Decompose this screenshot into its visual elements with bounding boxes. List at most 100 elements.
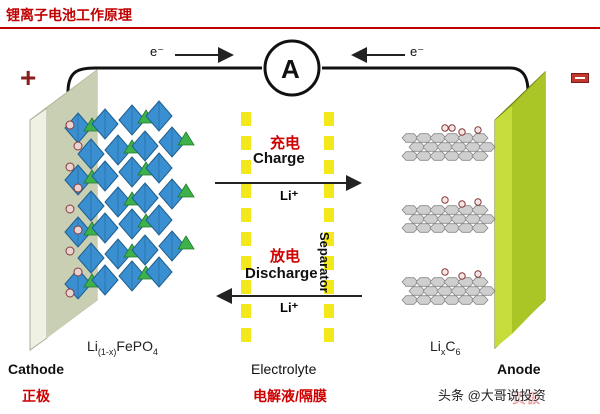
- separator-dash: [241, 136, 251, 150]
- lithium-ion-dot: [448, 124, 456, 132]
- lithium-ion-dot: [441, 124, 449, 132]
- lithium-ion-dot: [73, 225, 83, 235]
- graphite-hexagon: [436, 286, 454, 296]
- lithium-ion-dot: [458, 200, 466, 208]
- lithium-ion-dot: [474, 198, 482, 206]
- page-title: 锂离子电池工作原理: [6, 7, 132, 23]
- graphite-hexagon: [401, 277, 419, 287]
- graphite-hexagon: [471, 223, 489, 233]
- graphite-hexagon: [429, 223, 447, 233]
- lithium-ion-dot: [73, 141, 83, 151]
- graphite-hexagon: [443, 223, 461, 233]
- graphite-hexagon: [408, 286, 426, 296]
- lithium-ion-dot: [73, 267, 83, 277]
- graphite-hexagon: [429, 277, 447, 287]
- graphite-hexagon: [401, 151, 419, 161]
- graphite-hexagon: [457, 151, 475, 161]
- graphite-hexagon: [401, 223, 419, 233]
- cathode-label-cn: 正极: [22, 388, 50, 404]
- separator-dash: [324, 112, 334, 126]
- discharge-label-en: Discharge: [245, 265, 318, 282]
- anode-formula-sub2: 6: [455, 346, 461, 357]
- separator-dash: [241, 208, 251, 222]
- positive-terminal-icon: +: [20, 62, 37, 93]
- graphite-hexagon: [415, 295, 433, 305]
- anode-formula: LixC6: [430, 338, 461, 357]
- separator: [241, 112, 334, 342]
- lithium-ion-dot: [65, 120, 75, 130]
- lithium-ion-dot: [441, 268, 449, 276]
- lithium-ion-dot: [65, 162, 75, 172]
- separator-dash: [324, 208, 334, 222]
- graphite-hexagon: [457, 223, 475, 233]
- charge-label-en: Charge: [253, 150, 305, 167]
- separator-dash: [241, 160, 251, 174]
- lithium-ion-dot: [65, 246, 75, 256]
- graphite-hexagon: [478, 214, 496, 224]
- anode-formula-sub: x: [440, 346, 446, 357]
- anode-plate: [494, 70, 546, 350]
- graphite-hexagon: [471, 277, 489, 287]
- graphite-hexagon: [464, 286, 482, 296]
- separator-dash: [241, 256, 251, 270]
- graphite-hexagon: [471, 295, 489, 305]
- electrolyte-label-cn: 电解液/隔膜: [253, 388, 327, 404]
- graphite-hexagon: [443, 277, 461, 287]
- watermark: 头条 @大哥说投资: [438, 388, 546, 403]
- separator-label: Separator: [317, 232, 332, 293]
- separator-dash: [324, 280, 334, 294]
- charge-ion-label: Li⁺: [280, 188, 299, 203]
- cathode-formula: Li(1-x)FePO4: [87, 338, 158, 357]
- graphite-hexagon: [450, 286, 468, 296]
- separator-dash: [324, 256, 334, 270]
- separator-dash: [241, 112, 251, 126]
- cathode-formula-rest: FePO: [116, 338, 153, 354]
- graphite-hexagon: [478, 142, 496, 152]
- graphite-hexagon: [401, 295, 419, 305]
- anode-formula-li: Li: [430, 338, 441, 354]
- graphite-hexagon: [471, 151, 489, 161]
- tetrahedron-shape: [177, 183, 195, 198]
- graphite-hexagon: [478, 286, 496, 296]
- separator-dash: [324, 232, 334, 246]
- separator-dash: [324, 328, 334, 342]
- separator-dash: [324, 136, 334, 150]
- separator-dash: [241, 232, 251, 246]
- charge-label-cn: 充电: [270, 135, 301, 152]
- graphite-hexagon: [422, 286, 440, 296]
- negative-terminal-icon: [571, 73, 589, 83]
- graphite-hexagon: [415, 277, 433, 287]
- separator-dash: [241, 280, 251, 294]
- tetrahedron-shape: [177, 131, 195, 146]
- ammeter-label: A: [281, 54, 300, 84]
- electrolyte-label: Electrolyte: [251, 361, 317, 377]
- graphite-hexagon: [415, 151, 433, 161]
- lithium-ion-dot: [73, 183, 83, 193]
- anode-label-cn: 负极: [512, 390, 540, 406]
- electron-label-right: e⁻: [410, 44, 425, 59]
- graphite-hexagon: [457, 295, 475, 305]
- cathode-label: Cathode: [8, 361, 64, 377]
- graphite-hexagon: [429, 295, 447, 305]
- lithium-ion-dot: [474, 126, 482, 134]
- graphite-hexagon: [443, 151, 461, 161]
- discharge-label-cn: 放电: [270, 248, 301, 265]
- title-rule: [0, 27, 600, 29]
- anode-label: Anode: [497, 361, 541, 377]
- separator-dash: [241, 328, 251, 342]
- graphite-hexagon: [415, 223, 433, 233]
- lithium-ion-dot: [458, 128, 466, 136]
- graphite-hexagon: [443, 295, 461, 305]
- graphite-hexagon: [471, 205, 489, 215]
- lithium-ion-dot: [65, 288, 75, 298]
- separator-dash: [324, 304, 334, 318]
- separator-dash: [241, 304, 251, 318]
- lithium-ion-dot: [474, 270, 482, 278]
- separator-dash: [241, 184, 251, 198]
- ammeter-icon: [263, 39, 321, 97]
- anode-formula-rest: C: [445, 338, 456, 354]
- cathode-formula-sub: (1-x): [97, 346, 117, 357]
- anode-graphite: [401, 124, 496, 305]
- cathode-formula-sub2: 4: [152, 346, 158, 357]
